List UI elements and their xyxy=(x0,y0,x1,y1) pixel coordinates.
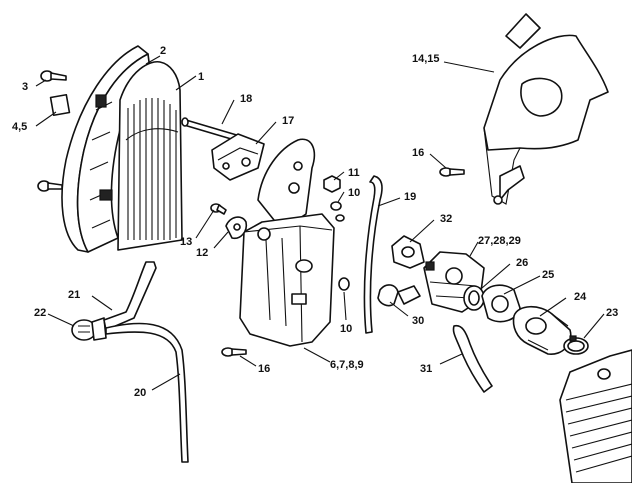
callout-21: 21 xyxy=(68,289,80,301)
screw-16-lower-part xyxy=(221,347,247,357)
callout-32: 32 xyxy=(440,213,452,225)
screw-16-upper-part xyxy=(439,167,465,177)
callout-30: 30 xyxy=(412,315,424,327)
callout-31: 31 xyxy=(420,363,432,375)
bracket-part xyxy=(211,133,265,181)
callout-18: 18 xyxy=(240,93,252,105)
callout-20: 20 xyxy=(134,387,146,399)
callout-3: 3 xyxy=(22,81,28,93)
washer-10-upper-part xyxy=(330,201,345,222)
engine-cylinder-part xyxy=(559,349,632,483)
choke-knob-part xyxy=(377,284,399,307)
callout-14-15: 14,15 xyxy=(412,53,440,65)
filter-cover-part xyxy=(61,45,151,253)
plate-12-part xyxy=(225,216,248,240)
callout-17: 17 xyxy=(282,115,294,127)
callout-23: 23 xyxy=(606,307,618,319)
air-filter-part xyxy=(117,60,183,251)
callout-16-lower: 16 xyxy=(258,363,270,375)
callout-6-7-8-9: 6,7,8,9 xyxy=(330,359,364,371)
shroud-part xyxy=(483,13,609,205)
impulse-hose-part xyxy=(363,175,383,334)
hose-clamp-part xyxy=(563,335,589,355)
callout-22: 22 xyxy=(34,307,46,319)
callout-2: 2 xyxy=(160,45,166,57)
hose-20-part xyxy=(105,322,189,463)
callout-10-upper: 10 xyxy=(348,187,360,199)
screw-3-part xyxy=(40,70,67,82)
screw-13-part xyxy=(210,203,227,215)
callout-12: 12 xyxy=(196,247,208,259)
hose-21-part xyxy=(103,261,157,331)
sticker-part xyxy=(49,93,71,117)
washer-10-lower-part xyxy=(338,277,350,291)
callout-11: 11 xyxy=(348,167,360,179)
callout-25: 25 xyxy=(542,269,554,281)
carburetor-box-part xyxy=(239,138,335,347)
callout-13: 13 xyxy=(180,236,192,248)
callout-10-lower: 10 xyxy=(340,323,352,335)
primer-pump-part xyxy=(71,317,107,341)
gasket-part xyxy=(391,235,425,269)
callout-16-upper: 16 xyxy=(412,147,424,159)
ring-gasket-part xyxy=(463,285,485,311)
callout-1: 1 xyxy=(198,71,204,83)
callout-24: 24 xyxy=(574,291,587,303)
screw-lower-left-part xyxy=(37,180,63,192)
flange-part xyxy=(481,284,521,323)
callout-labels: 1 2 3 4,5 18 17 14,15 16 11 10 19 13 12 … xyxy=(12,45,618,399)
callout-4-5: 4,5 xyxy=(12,121,27,133)
callout-19: 19 xyxy=(404,191,416,203)
fuel-line-part xyxy=(452,324,493,393)
leader-lines xyxy=(35,55,605,391)
callout-27-28-29: 27,28,29 xyxy=(478,235,521,247)
nut-11-part xyxy=(323,175,341,193)
callout-26: 26 xyxy=(516,257,528,269)
